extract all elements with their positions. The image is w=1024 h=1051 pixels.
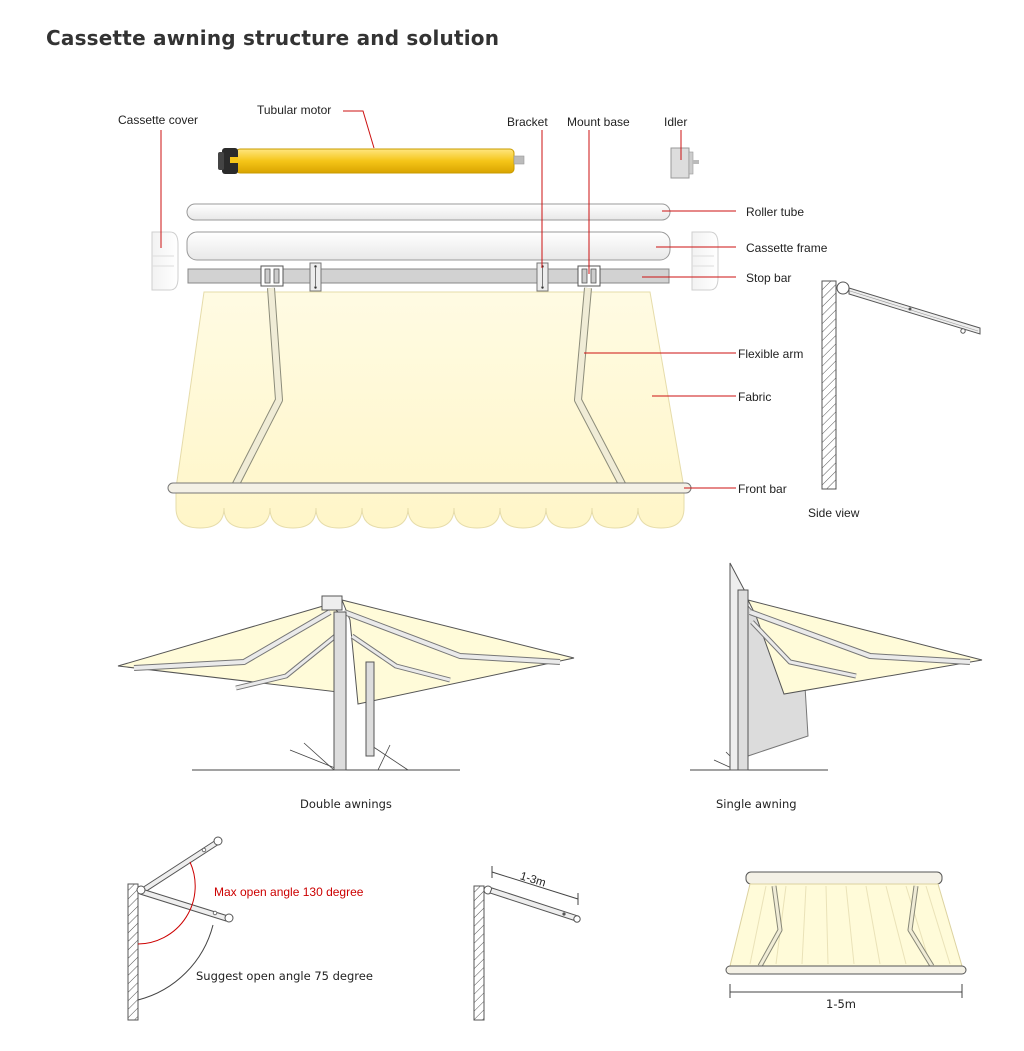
dimension-projection: 1-3m: [519, 870, 548, 889]
single-awning-illustration: Single awning: [690, 562, 983, 811]
cassette-frame: [186, 231, 671, 261]
mount-base-left: [260, 265, 284, 287]
label-front-bar: Front bar: [738, 482, 787, 496]
label-idler: Idler: [664, 115, 687, 129]
caption-single-awning: Single awning: [716, 797, 797, 811]
open-angle-illustration: Max open angle 130 degree Suggest open a…: [127, 836, 373, 1021]
tubular-motor: [218, 148, 525, 174]
label-suggest-open-angle: Suggest open angle 75 degree: [196, 969, 373, 983]
label-fabric: Fabric: [738, 390, 771, 404]
label-stop-bar: Stop bar: [746, 271, 791, 285]
idler: [670, 147, 699, 179]
label-bracket: Bracket: [507, 115, 548, 129]
leader-lines: [160, 110, 736, 489]
label-roller-tube: Roller tube: [746, 205, 804, 219]
exploded-structure: Cassette cover Tubular motor Bracket Mou…: [118, 103, 828, 529]
flexible-arm-right: [574, 287, 627, 488]
dimension-width: 1-5m: [826, 997, 856, 1011]
bracket-left: [309, 262, 322, 292]
label-cassette-frame: Cassette frame: [746, 241, 828, 255]
side-view-wall: [821, 280, 837, 490]
fabric: [175, 291, 685, 529]
side-view: Side view: [808, 280, 981, 520]
label-cassette-cover: Cassette cover: [118, 113, 198, 127]
mount-base-right: [577, 265, 601, 287]
label-flexible-arm: Flexible arm: [738, 347, 803, 361]
double-awnings-illustration: Double awnings: [117, 595, 575, 811]
projection-illustration: 1-3m: [473, 866, 581, 1021]
front-bar: [167, 482, 692, 494]
label-mount-base: Mount base: [567, 115, 630, 129]
label-tubular-motor: Tubular motor: [257, 103, 331, 117]
caption-double-awnings: Double awnings: [300, 797, 392, 811]
fabric-stripes: [749, 885, 951, 965]
cassette-cover-right: [691, 231, 719, 291]
roller-tube: [186, 203, 671, 221]
width-illustration: 1-5m: [725, 871, 967, 1011]
cassette-cover-left: [151, 231, 179, 291]
label-max-open-angle: Max open angle 130 degree: [214, 885, 364, 899]
stop-bar: [187, 268, 670, 284]
label-side-view: Side view: [808, 506, 860, 520]
page-title: Cassette awning structure and solution: [46, 26, 500, 50]
flexible-arm-left: [231, 287, 283, 488]
